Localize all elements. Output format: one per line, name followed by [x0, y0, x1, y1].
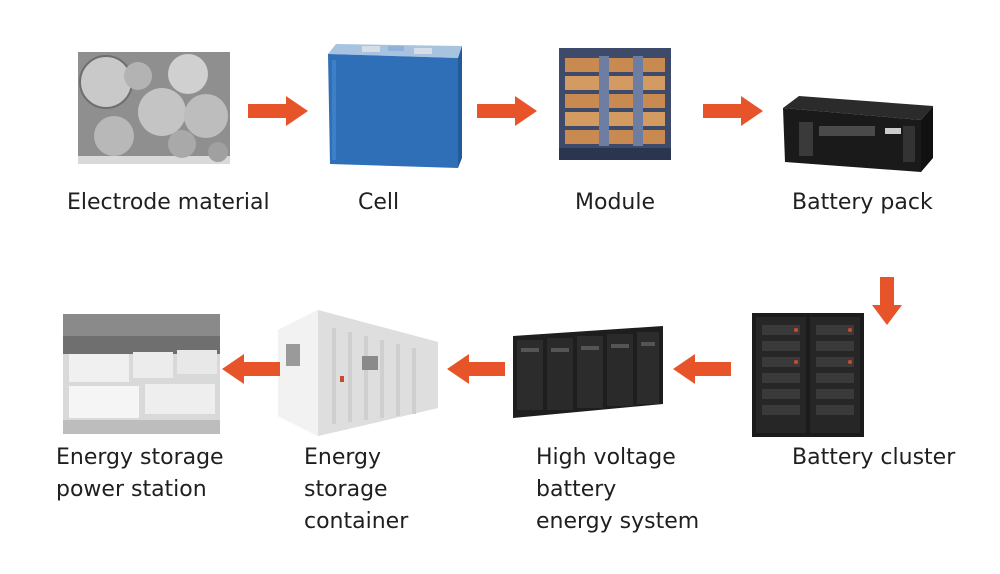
- storage-container-photo: [278, 308, 438, 436]
- arrow-left-icon: [673, 354, 731, 384]
- step-label-electrode-material: Electrode material: [67, 190, 270, 215]
- arrow-left-icon: [447, 354, 505, 384]
- battery-cluster-photo: [752, 313, 864, 437]
- step-label-high-voltage-system: High voltage battery energy system: [536, 445, 700, 534]
- power-station-photo: [63, 314, 220, 434]
- arrow-right-icon: [248, 96, 308, 126]
- high-voltage-system-photo: [513, 326, 663, 418]
- step-label-battery-cluster: Battery cluster: [792, 445, 956, 470]
- cell-photo: [322, 40, 464, 168]
- step-label-battery-pack: Battery pack: [792, 190, 933, 215]
- arrow-left-icon: [222, 354, 280, 384]
- step-label-storage-container: Energy storage container: [304, 445, 409, 534]
- arrow-down-icon: [872, 277, 902, 325]
- arrow-right-icon: [703, 96, 763, 126]
- step-label-cell: Cell: [358, 190, 400, 215]
- battery-pack-photo: [783, 96, 933, 172]
- arrow-right-icon: [477, 96, 537, 126]
- step-label-power-station: Energy storage power station: [56, 445, 224, 502]
- module-photo: [559, 48, 671, 160]
- electrode-material-photo: [78, 52, 230, 164]
- step-label-module: Module: [575, 190, 655, 215]
